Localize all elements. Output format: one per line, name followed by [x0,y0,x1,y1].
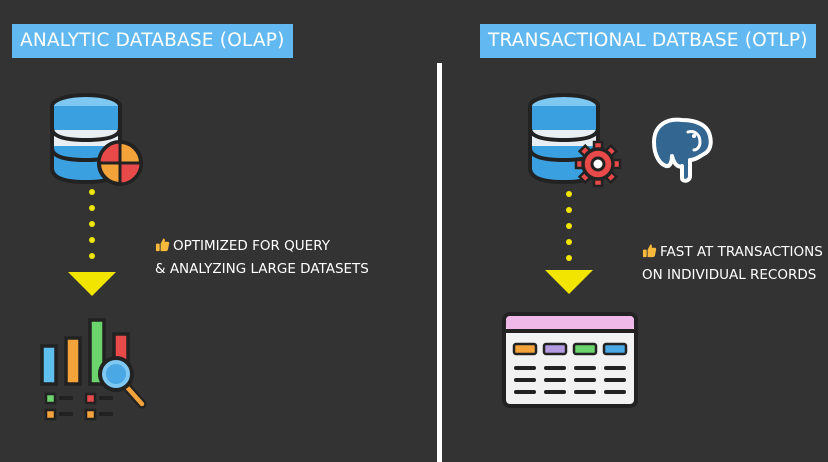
oltp-title: TRANSACTIONAL DATBASE (OTLP) [480,24,816,58]
gear-icon [574,140,622,188]
oltp-caption: FAST AT TRANSACTIONS ON INDIVIDUAL RECOR… [642,241,823,287]
olap-title: ANALYTIC DATABASE (OLAP) [12,24,293,58]
oltp-caption-line1: FAST AT TRANSACTIONS [660,244,823,260]
olap-caption-line1: OPTIMIZED FOR QUERY [173,238,330,254]
thumbs-up-icon [155,235,170,258]
magnifier-icon [98,356,147,409]
bar-chart-icon [40,318,147,421]
oltp-caption-line2: ON INDIVIDUAL RECORDS [642,267,817,283]
olap-caption: OPTIMIZED FOR QUERY & ANALYZING LARGE DA… [155,235,369,281]
panel-divider [437,63,442,462]
olap-caption-line2: & ANALYZING LARGE DATASETS [155,261,369,277]
pie-chart-icon [97,140,143,186]
arrow-down-icon [68,189,116,296]
postgresql-elephant-icon [652,117,713,183]
arrow-down-icon [545,191,593,294]
thumbs-up-icon [642,241,657,264]
database-gear-icon [528,93,622,188]
database-pie-icon [50,93,143,186]
table-window-icon [502,312,638,408]
